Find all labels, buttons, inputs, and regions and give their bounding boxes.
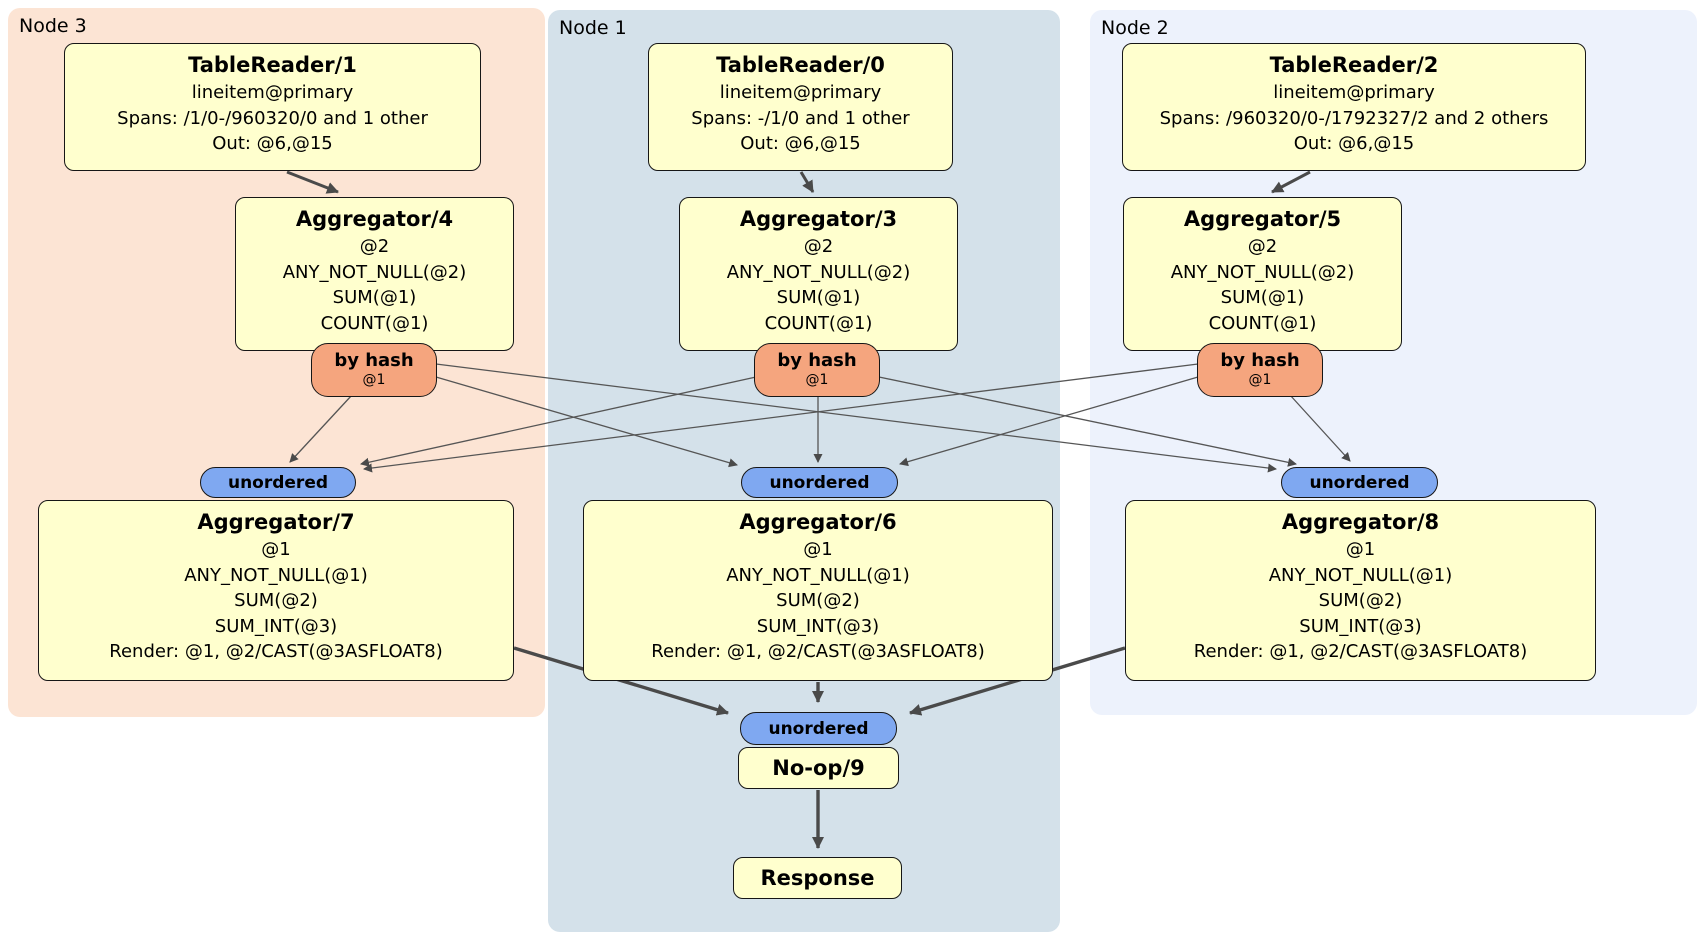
region-label-node-3: Node 3: [19, 15, 87, 37]
processor-noop-9: No-op/9: [738, 747, 899, 789]
processor-detail: @1: [803, 539, 833, 560]
processor-title: Aggregator/6: [739, 510, 897, 534]
processor-aggregator-3: Aggregator/3 @2 ANY_NOT_NULL(@2) SUM(@1)…: [679, 197, 958, 351]
processor-detail: @2: [1247, 236, 1278, 257]
processor-detail: ANY_NOT_NULL(@2): [726, 261, 911, 283]
processor-detail: SUM(@1): [1220, 287, 1305, 308]
processor-detail: SUM(@2): [776, 590, 860, 611]
processor-aggregator-6: Aggregator/6 @1 ANY_NOT_NULL(@1) SUM(@2)…: [583, 500, 1053, 681]
processor-detail: ANY_NOT_NULL(@2): [282, 261, 467, 283]
sync-unordered-node1: unordered: [741, 467, 898, 498]
processor-title: TableReader/0: [716, 53, 885, 77]
processor-detail: Spans: /960320/0-/1792327/2 and 2 others: [1159, 107, 1549, 129]
processor-detail: ANY_NOT_NULL(@1): [1268, 564, 1453, 586]
processor-detail: ANY_NOT_NULL(@1): [184, 564, 368, 586]
processor-detail: COUNT(@1): [320, 312, 429, 334]
router-label: by hash: [777, 350, 857, 371]
processor-tablereader-0: TableReader/0 lineitem@primary Spans: -/…: [648, 43, 953, 171]
processor-aggregator-4: Aggregator/4 @2 ANY_NOT_NULL(@2) SUM(@1)…: [235, 197, 514, 351]
processor-detail: Spans: -/1/0 and 1 other: [691, 107, 910, 129]
processor-title: Aggregator/3: [739, 207, 898, 231]
processor-title: Aggregator/7: [197, 510, 355, 534]
processor-detail: SUM(@2): [1318, 590, 1403, 611]
processor-title: Response: [760, 865, 875, 890]
processor-detail: lineitem@primary: [191, 82, 354, 103]
processor-aggregator-5: Aggregator/5 @2 ANY_NOT_NULL(@2) SUM(@1)…: [1123, 197, 1402, 351]
processor-detail: Out: @6,@15: [212, 133, 333, 154]
router-label: by hash: [334, 350, 414, 371]
processor-detail: @1: [261, 539, 291, 560]
processor-detail: SUM_INT(@3): [1299, 615, 1422, 637]
router-by-hash-node3: by hash @1: [311, 343, 437, 397]
processor-detail: lineitem@primary: [719, 82, 882, 103]
region-label-node-1: Node 1: [559, 17, 627, 39]
processor-detail: Spans: /1/0-/960320/0 and 1 other: [117, 107, 428, 129]
processor-detail: COUNT(@1): [764, 312, 873, 334]
sync-unordered-final: unordered: [740, 712, 897, 745]
processor-detail: SUM(@1): [776, 287, 861, 308]
processor-detail: lineitem@primary: [1273, 82, 1435, 103]
router-detail: @1: [1248, 372, 1272, 388]
processor-title: TableReader/2: [1269, 53, 1439, 77]
processor-detail: Render: @1, @2/CAST(@3ASFLOAT8): [109, 641, 443, 662]
processor-aggregator-8: Aggregator/8 @1 ANY_NOT_NULL(@1) SUM(@2)…: [1125, 500, 1596, 681]
processor-detail: SUM(@1): [332, 287, 417, 308]
region-label-node-2: Node 2: [1101, 17, 1169, 39]
processor-aggregator-7: Aggregator/7 @1 ANY_NOT_NULL(@1) SUM(@2)…: [38, 500, 514, 681]
sync-label: unordered: [768, 718, 869, 739]
processor-title: Aggregator/4: [295, 207, 454, 231]
processor-detail: SUM(@2): [234, 590, 318, 611]
processor-tablereader-1: TableReader/1 lineitem@primary Spans: /1…: [64, 43, 481, 171]
router-detail: @1: [362, 372, 386, 388]
sync-label: unordered: [1309, 472, 1410, 493]
processor-detail: Render: @1, @2/CAST(@3ASFLOAT8): [651, 641, 985, 662]
processor-detail: ANY_NOT_NULL(@1): [726, 564, 910, 586]
sync-unordered-node2: unordered: [1281, 467, 1438, 498]
processor-detail: @2: [803, 236, 834, 257]
router-by-hash-node1: by hash @1: [754, 343, 880, 397]
processor-detail: COUNT(@1): [1208, 312, 1317, 334]
processor-detail: Out: @6,@15: [740, 133, 861, 154]
processor-detail: ANY_NOT_NULL(@2): [1170, 261, 1355, 283]
processor-detail: Out: @6,@15: [1293, 133, 1415, 154]
router-detail: @1: [805, 372, 829, 388]
processor-detail: @1: [1345, 539, 1376, 560]
processor-response: Response: [733, 857, 902, 899]
sync-unordered-node3: unordered: [200, 467, 356, 498]
processor-tablereader-2: TableReader/2 lineitem@primary Spans: /9…: [1122, 43, 1586, 171]
processor-title: TableReader/1: [188, 53, 357, 77]
processor-detail: SUM_INT(@3): [756, 615, 880, 637]
router-by-hash-node2: by hash @1: [1197, 343, 1323, 397]
processor-detail: SUM_INT(@3): [214, 615, 338, 637]
processor-title: Aggregator/5: [1183, 207, 1342, 231]
sync-label: unordered: [227, 472, 329, 493]
processor-title: Aggregator/8: [1281, 510, 1440, 534]
processor-detail: Render: @1, @2/CAST(@3ASFLOAT8): [1193, 641, 1528, 662]
processor-detail: @2: [359, 236, 390, 257]
processor-title: No-op/9: [772, 755, 865, 780]
sync-label: unordered: [769, 472, 870, 493]
router-label: by hash: [1220, 350, 1300, 371]
